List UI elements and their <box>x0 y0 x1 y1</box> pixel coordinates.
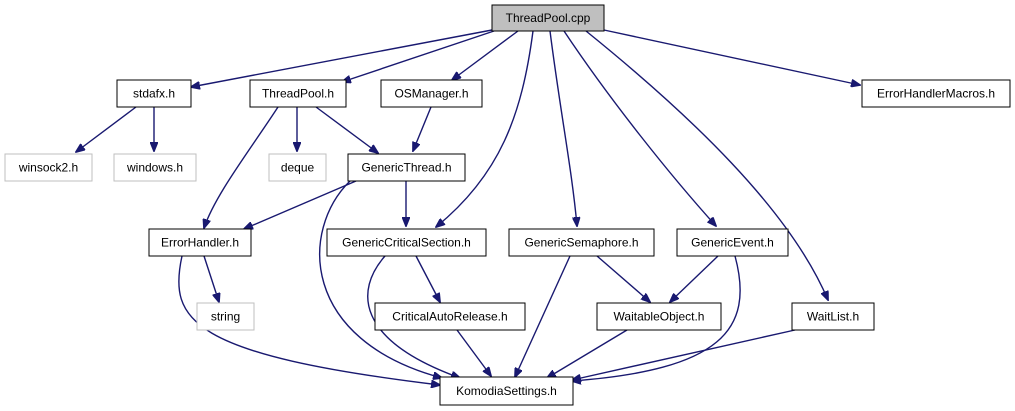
node-komodiasettings-h[interactable]: KomodiaSettings.h <box>439 376 574 406</box>
edge-genericcriticalsection-to-komodiasettings <box>367 255 460 378</box>
edge-waitableobject-to-komodiasettings <box>547 329 628 378</box>
edge-genericevent-to-waitableobject <box>670 255 719 302</box>
node-label: GenericEvent.h <box>691 236 774 250</box>
edge-genericevent-to-komodiasettings <box>572 255 741 381</box>
node-threadpool-cpp[interactable]: ThreadPool.cpp <box>491 4 605 32</box>
node-genericsemaphore-h[interactable]: GenericSemaphore.h <box>508 228 655 257</box>
node-stdafx-h[interactable]: stdafx.h <box>116 79 192 108</box>
node-label: ErrorHandler.h <box>161 236 239 250</box>
edge-genericthread-to-errorhandler <box>244 180 357 229</box>
node-waitableobject-h[interactable]: WaitableObject.h <box>596 302 722 331</box>
edge-errorhandler-to-string <box>203 255 219 302</box>
node-errorhandlermacros-h[interactable]: ErrorHandlerMacros.h <box>861 79 1011 108</box>
edge-threadpool-h-to-genericthread <box>315 106 378 153</box>
node-errorhandler-h[interactable]: ErrorHandler.h <box>148 228 252 257</box>
node-winsock2-h[interactable]: winsock2.h <box>4 153 93 182</box>
node-label: deque <box>281 161 315 175</box>
edge-criticalautorelease-to-komodiasettings <box>456 329 491 376</box>
edge-threadpool-cpp-to-osmanager <box>452 30 519 80</box>
edge-threadpool-cpp-to-stdafx <box>191 29 493 87</box>
node-string[interactable]: string <box>196 302 255 331</box>
edge-osmanager-to-genericthread <box>413 106 432 151</box>
node-osmanager-h[interactable]: OSManager.h <box>380 79 483 108</box>
node-label: WaitableObject.h <box>614 310 705 324</box>
node-label: CriticalAutoRelease.h <box>392 310 507 324</box>
node-label: stdafx.h <box>133 87 175 101</box>
node-criticalautorelease-h[interactable]: CriticalAutoRelease.h <box>374 302 526 331</box>
node-label: windows.h <box>126 161 183 175</box>
edge-threadpool-h-to-errorhandler <box>204 106 279 228</box>
edge-genericcriticalsection-to-criticalautorelease <box>415 255 440 302</box>
edge-threadpool-cpp-to-genericsemaphore <box>549 30 577 226</box>
edge-threadpool-cpp-to-threadpool-h <box>342 30 495 82</box>
node-label: GenericCriticalSection.h <box>342 236 471 250</box>
edge-stdafx-to-winsock2 <box>76 106 137 152</box>
node-waitlist-h[interactable]: WaitList.h <box>791 302 875 331</box>
edge-genericthread-to-komodiasettings <box>318 180 442 378</box>
node-genericcriticalsection-h[interactable]: GenericCriticalSection.h <box>326 228 487 257</box>
node-label: OSManager.h <box>394 87 468 101</box>
node-genericevent-h[interactable]: GenericEvent.h <box>676 228 789 257</box>
node-windows-h[interactable]: windows.h <box>113 153 197 182</box>
edge-genericsemaphore-to-komodiasettings <box>515 255 571 377</box>
node-label: WaitList.h <box>807 310 859 324</box>
node-label: GenericSemaphore.h <box>524 236 638 250</box>
edge-threadpool-cpp-to-waitlist <box>585 30 828 300</box>
node-label: string <box>211 310 240 324</box>
edge-threadpool-cpp-to-errorhandlermacros <box>603 29 860 85</box>
node-genericthread-h[interactable]: GenericThread.h <box>347 153 466 182</box>
edge-genericsemaphore-to-waitableobject <box>596 255 650 302</box>
edge-threadpool-cpp-to-genericevent <box>563 30 716 226</box>
node-label: winsock2.h <box>18 161 78 175</box>
node-deque[interactable]: deque <box>268 153 327 182</box>
node-label: KomodiaSettings.h <box>456 384 557 398</box>
node-label: ThreadPool.h <box>262 87 334 101</box>
nodes: ThreadPool.cpp stdafx.h ThreadPool.h OSM… <box>4 4 1011 406</box>
node-label: GenericThread.h <box>361 161 451 175</box>
edge-errorhandler-to-komodiasettings <box>178 255 440 385</box>
edge-threadpool-cpp-to-genericcriticalsection <box>436 30 534 227</box>
edge-waitlist-to-komodiasettings <box>572 329 796 380</box>
node-threadpool-h[interactable]: ThreadPool.h <box>249 79 347 108</box>
edges <box>76 29 860 385</box>
node-label: ErrorHandlerMacros.h <box>877 87 995 101</box>
node-label: ThreadPool.cpp <box>506 11 591 25</box>
